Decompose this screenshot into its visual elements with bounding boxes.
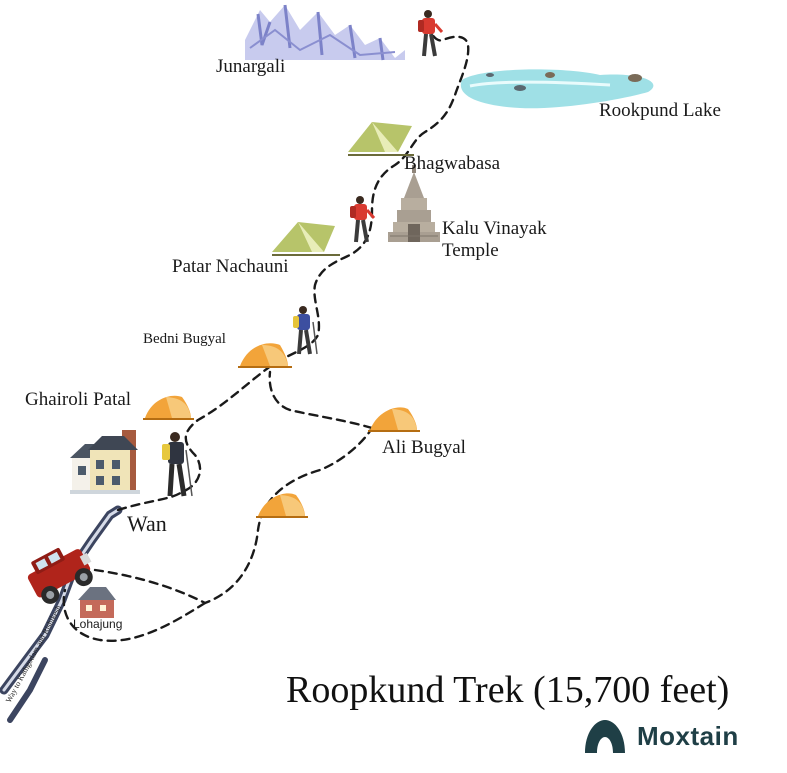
place-label-lohajung: Lohajung bbox=[73, 617, 123, 631]
house-icon bbox=[70, 430, 140, 494]
place-label-ali-bugyal: Ali Bugyal bbox=[382, 437, 466, 458]
temple-icon bbox=[388, 165, 440, 242]
tent-icon bbox=[348, 122, 414, 156]
place-label-patar-nachauni: Patar Nachauni bbox=[172, 256, 289, 277]
hiker-icon bbox=[418, 10, 444, 57]
kalu-vinayak-line1: Kalu Vinayak bbox=[442, 218, 547, 239]
place-label-rookpund-lake: Rookpund Lake bbox=[599, 100, 721, 121]
tent-icon bbox=[368, 407, 420, 432]
hiker-icon bbox=[162, 432, 193, 497]
place-label-bedni-bugyal: Bedni Bugyal bbox=[143, 331, 226, 347]
tent-icon bbox=[143, 395, 194, 420]
tent-icon bbox=[238, 343, 292, 368]
trail-routes bbox=[62, 26, 470, 642]
place-label-bhagwabasa: Bhagwabasa bbox=[404, 153, 501, 174]
lake-icon bbox=[460, 69, 654, 109]
jeep-icon bbox=[27, 547, 93, 604]
place-label-kalu-vinayak: Kalu Vinayak Temple bbox=[442, 218, 547, 262]
brand-logo: Moxtain bbox=[583, 716, 739, 756]
place-label-wan: Wan bbox=[127, 511, 167, 536]
brand-name: Moxtain bbox=[637, 720, 739, 751]
tent-icon bbox=[256, 493, 308, 518]
brand-logo-icon bbox=[585, 720, 625, 753]
house-icon bbox=[78, 587, 116, 618]
mountain-icon bbox=[245, 4, 405, 61]
map-title: Roopkund Trek (15,700 feet) bbox=[286, 669, 730, 711]
hiker-icon bbox=[350, 196, 376, 243]
place-label-ghairoli-patal: Ghairoli Patal bbox=[25, 389, 132, 410]
hiker-icon bbox=[293, 306, 318, 355]
tent-icon bbox=[272, 222, 340, 256]
kalu-vinayak-line2: Temple bbox=[442, 240, 499, 261]
place-label-junargali: Junargali bbox=[216, 56, 286, 77]
